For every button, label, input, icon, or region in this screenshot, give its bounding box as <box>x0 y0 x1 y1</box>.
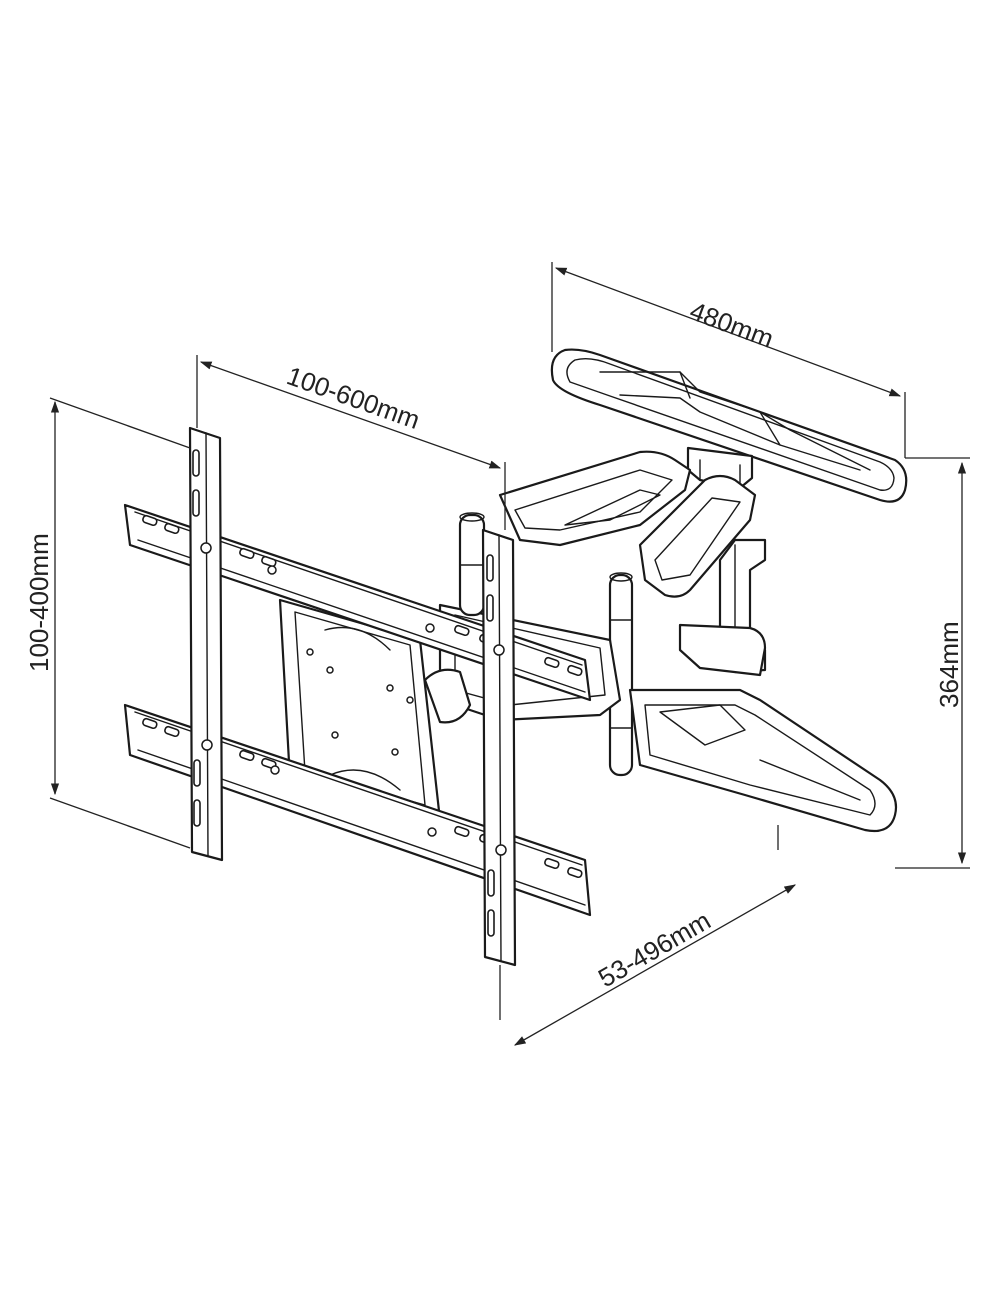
dimension-100-400: 100-400mm <box>24 397 191 849</box>
dimension-100-400-label: 100-400mm <box>24 533 54 672</box>
rail-bolts <box>267 565 437 837</box>
tv-pivot-tube <box>458 512 486 617</box>
left-vertical-bracket <box>188 426 224 862</box>
upper-arm <box>498 450 692 547</box>
dimension-364-label: 364mm <box>934 621 964 708</box>
dimension-364: 364mm <box>895 457 970 869</box>
dimension-100-600-label: 100-600mm <box>283 360 424 435</box>
right-vertical-bracket <box>481 528 517 967</box>
dimension-480-label: 480mm <box>686 296 778 354</box>
upper-middle-link <box>638 474 757 598</box>
dimension-53-496-label: 53-496mm <box>593 905 716 993</box>
lower-arm <box>628 688 898 833</box>
dimension-100-600: 100-600mm <box>196 355 506 530</box>
middle-arm-connector <box>678 623 767 677</box>
